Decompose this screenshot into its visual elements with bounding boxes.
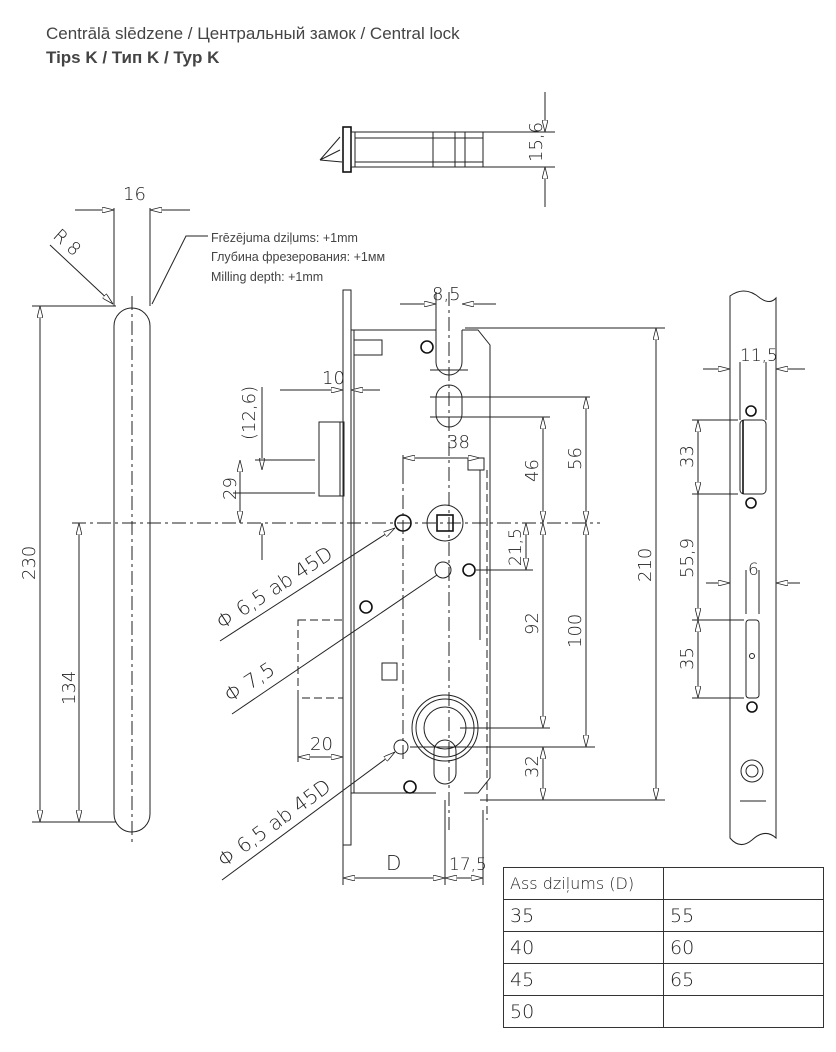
table-header-cell-empty — [663, 867, 824, 900]
table-header-row: Ass dziļums (D) — [503, 867, 824, 900]
milling-note-ru: Глубина фрезерования: +1мм — [211, 250, 386, 264]
table-cell: 40 — [503, 931, 664, 964]
dim-strike-bolt-width: 6 — [748, 560, 759, 580]
dim-faceplate-lower: 134 — [59, 671, 80, 705]
dim-17-5: 17,5 — [449, 855, 487, 875]
table-cell: 60 — [663, 931, 824, 964]
backset-table: Ass dziļums (D) 35 55 40 60 45 65 50 — [503, 867, 824, 1028]
dim-46: 46 — [522, 459, 543, 482]
table-header-cell: Ass dziļums (D) — [503, 867, 664, 900]
table-cell — [663, 995, 824, 1028]
page-subtitle: Tips K / Тип K / Typ K — [46, 48, 220, 67]
table-row: 45 65 — [503, 963, 824, 996]
dim-32: 32 — [522, 755, 543, 778]
dim-strike-width: 11,5 — [740, 346, 778, 366]
dim-strike-bolt: 35 — [677, 647, 698, 670]
dim-hole-1: Φ 6,5 ab 45D — [212, 541, 337, 634]
table-cell: 45 — [503, 963, 664, 996]
lock-dimensions: 8,5 10 (12,6) 29 38 46 56 21,5 92 100 32… — [212, 284, 665, 885]
dim-latch-projection: 10 — [322, 368, 345, 389]
dim-faceplate-length: 230 — [19, 546, 40, 580]
top-view: 15,6 — [319, 92, 555, 207]
lock-body — [297, 289, 590, 846]
dim-latch-height: 29 — [220, 477, 241, 500]
dim-20: 20 — [310, 734, 333, 755]
table-row: 35 55 — [503, 899, 824, 932]
dim-backset-ref: 38 — [447, 432, 470, 453]
dim-hole-2: Φ 7,5 — [220, 657, 280, 707]
dim-bolt-width: 8,5 — [432, 284, 461, 305]
dim-latch-offset: (12,6) — [239, 386, 260, 440]
dim-hole-3: Φ 6,5 ab 45D — [213, 774, 335, 872]
dim-21-5: 21,5 — [506, 528, 526, 566]
strike-plate-view: 11,5 33 55,9 6 35 — [677, 290, 805, 845]
dim-92: 92 — [522, 612, 543, 635]
dim-faceplate-width: 16 — [123, 184, 146, 205]
table-cell: 55 — [663, 899, 824, 932]
dim-faceplate-radius: R 8 — [49, 225, 85, 260]
faceplate-view: 16 R 8 230 134 — [19, 184, 208, 845]
dim-100: 100 — [565, 614, 586, 648]
table-cell: 35 — [503, 899, 664, 932]
milling-note-lv: Frēzējuma dziļums: +1mm — [211, 231, 358, 245]
dim-strike-latch: 33 — [677, 445, 698, 468]
table-cell: 50 — [503, 995, 664, 1028]
dim-backset-d: D — [386, 851, 401, 875]
dim-56: 56 — [565, 447, 586, 470]
dim-strike-spacing: 55,9 — [677, 538, 698, 578]
page-title: Centrālā slēdzene / Центральный замок / … — [46, 24, 460, 43]
dim-top-thickness: 15,6 — [526, 122, 547, 162]
table-row: 40 60 — [503, 931, 824, 964]
dim-210: 210 — [635, 548, 656, 582]
table-cell: 65 — [663, 963, 824, 996]
table-row: 50 — [503, 995, 824, 1028]
milling-note-en: Milling depth: +1mm — [211, 270, 324, 284]
